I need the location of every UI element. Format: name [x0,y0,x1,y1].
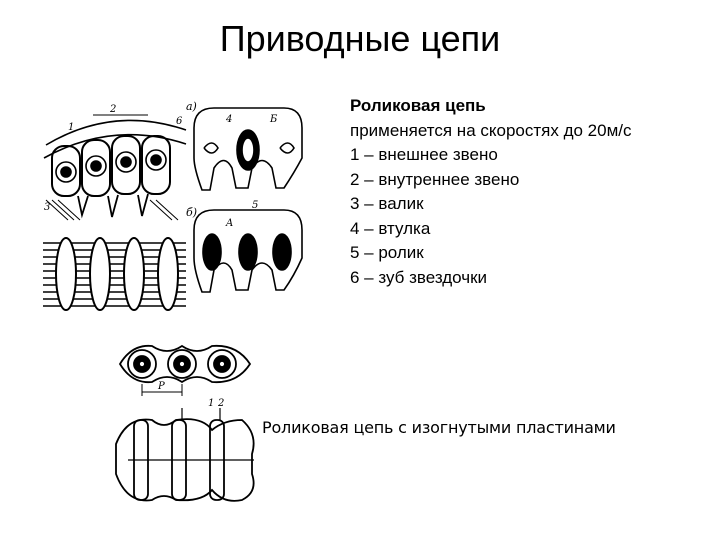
description-line: 3 – валик [350,194,424,213]
roller-chain-sprocket-figure: 1 2 3 6 [43,104,187,311]
description-line: 6 – зуб звездочки [350,267,488,287]
label-b: б) [186,206,197,219]
label-a: а) [186,100,197,113]
label-B: Б [269,114,278,125]
description-line: 2 – внутреннее звено [350,169,520,189]
label-1: 1 [68,122,74,133]
description-line: применяется на скоростях до 20м/с [350,120,632,140]
label-A: A [225,218,233,229]
label-3: 3 [44,202,50,213]
description-line: 4 – втулка [350,218,431,238]
label-6: 6 [176,116,183,127]
label-pitch: P [157,381,165,392]
label-bent-2: 2 [217,398,224,409]
label-4: 4 [225,114,232,125]
tooth-profile-figure: а) б) 4 Б A 5 [186,100,303,293]
description-line: 1 – внешнее звено [350,145,498,164]
bent-plate-chain-figure: P 1 2 [115,344,255,502]
description-line: 5 – ролик [350,243,424,262]
chain-description: Роликовая цепь применяется на скоростях … [350,94,710,290]
figure-caption: Роликовая цепь с изогнутыми пластинами [262,418,616,437]
label-5: 5 [252,200,258,211]
label-2: 2 [109,104,116,115]
label-bent-1: 1 [208,398,214,409]
description-heading: Роликовая цепь [350,96,486,115]
slide-title: Приводные цепи [219,18,501,59]
